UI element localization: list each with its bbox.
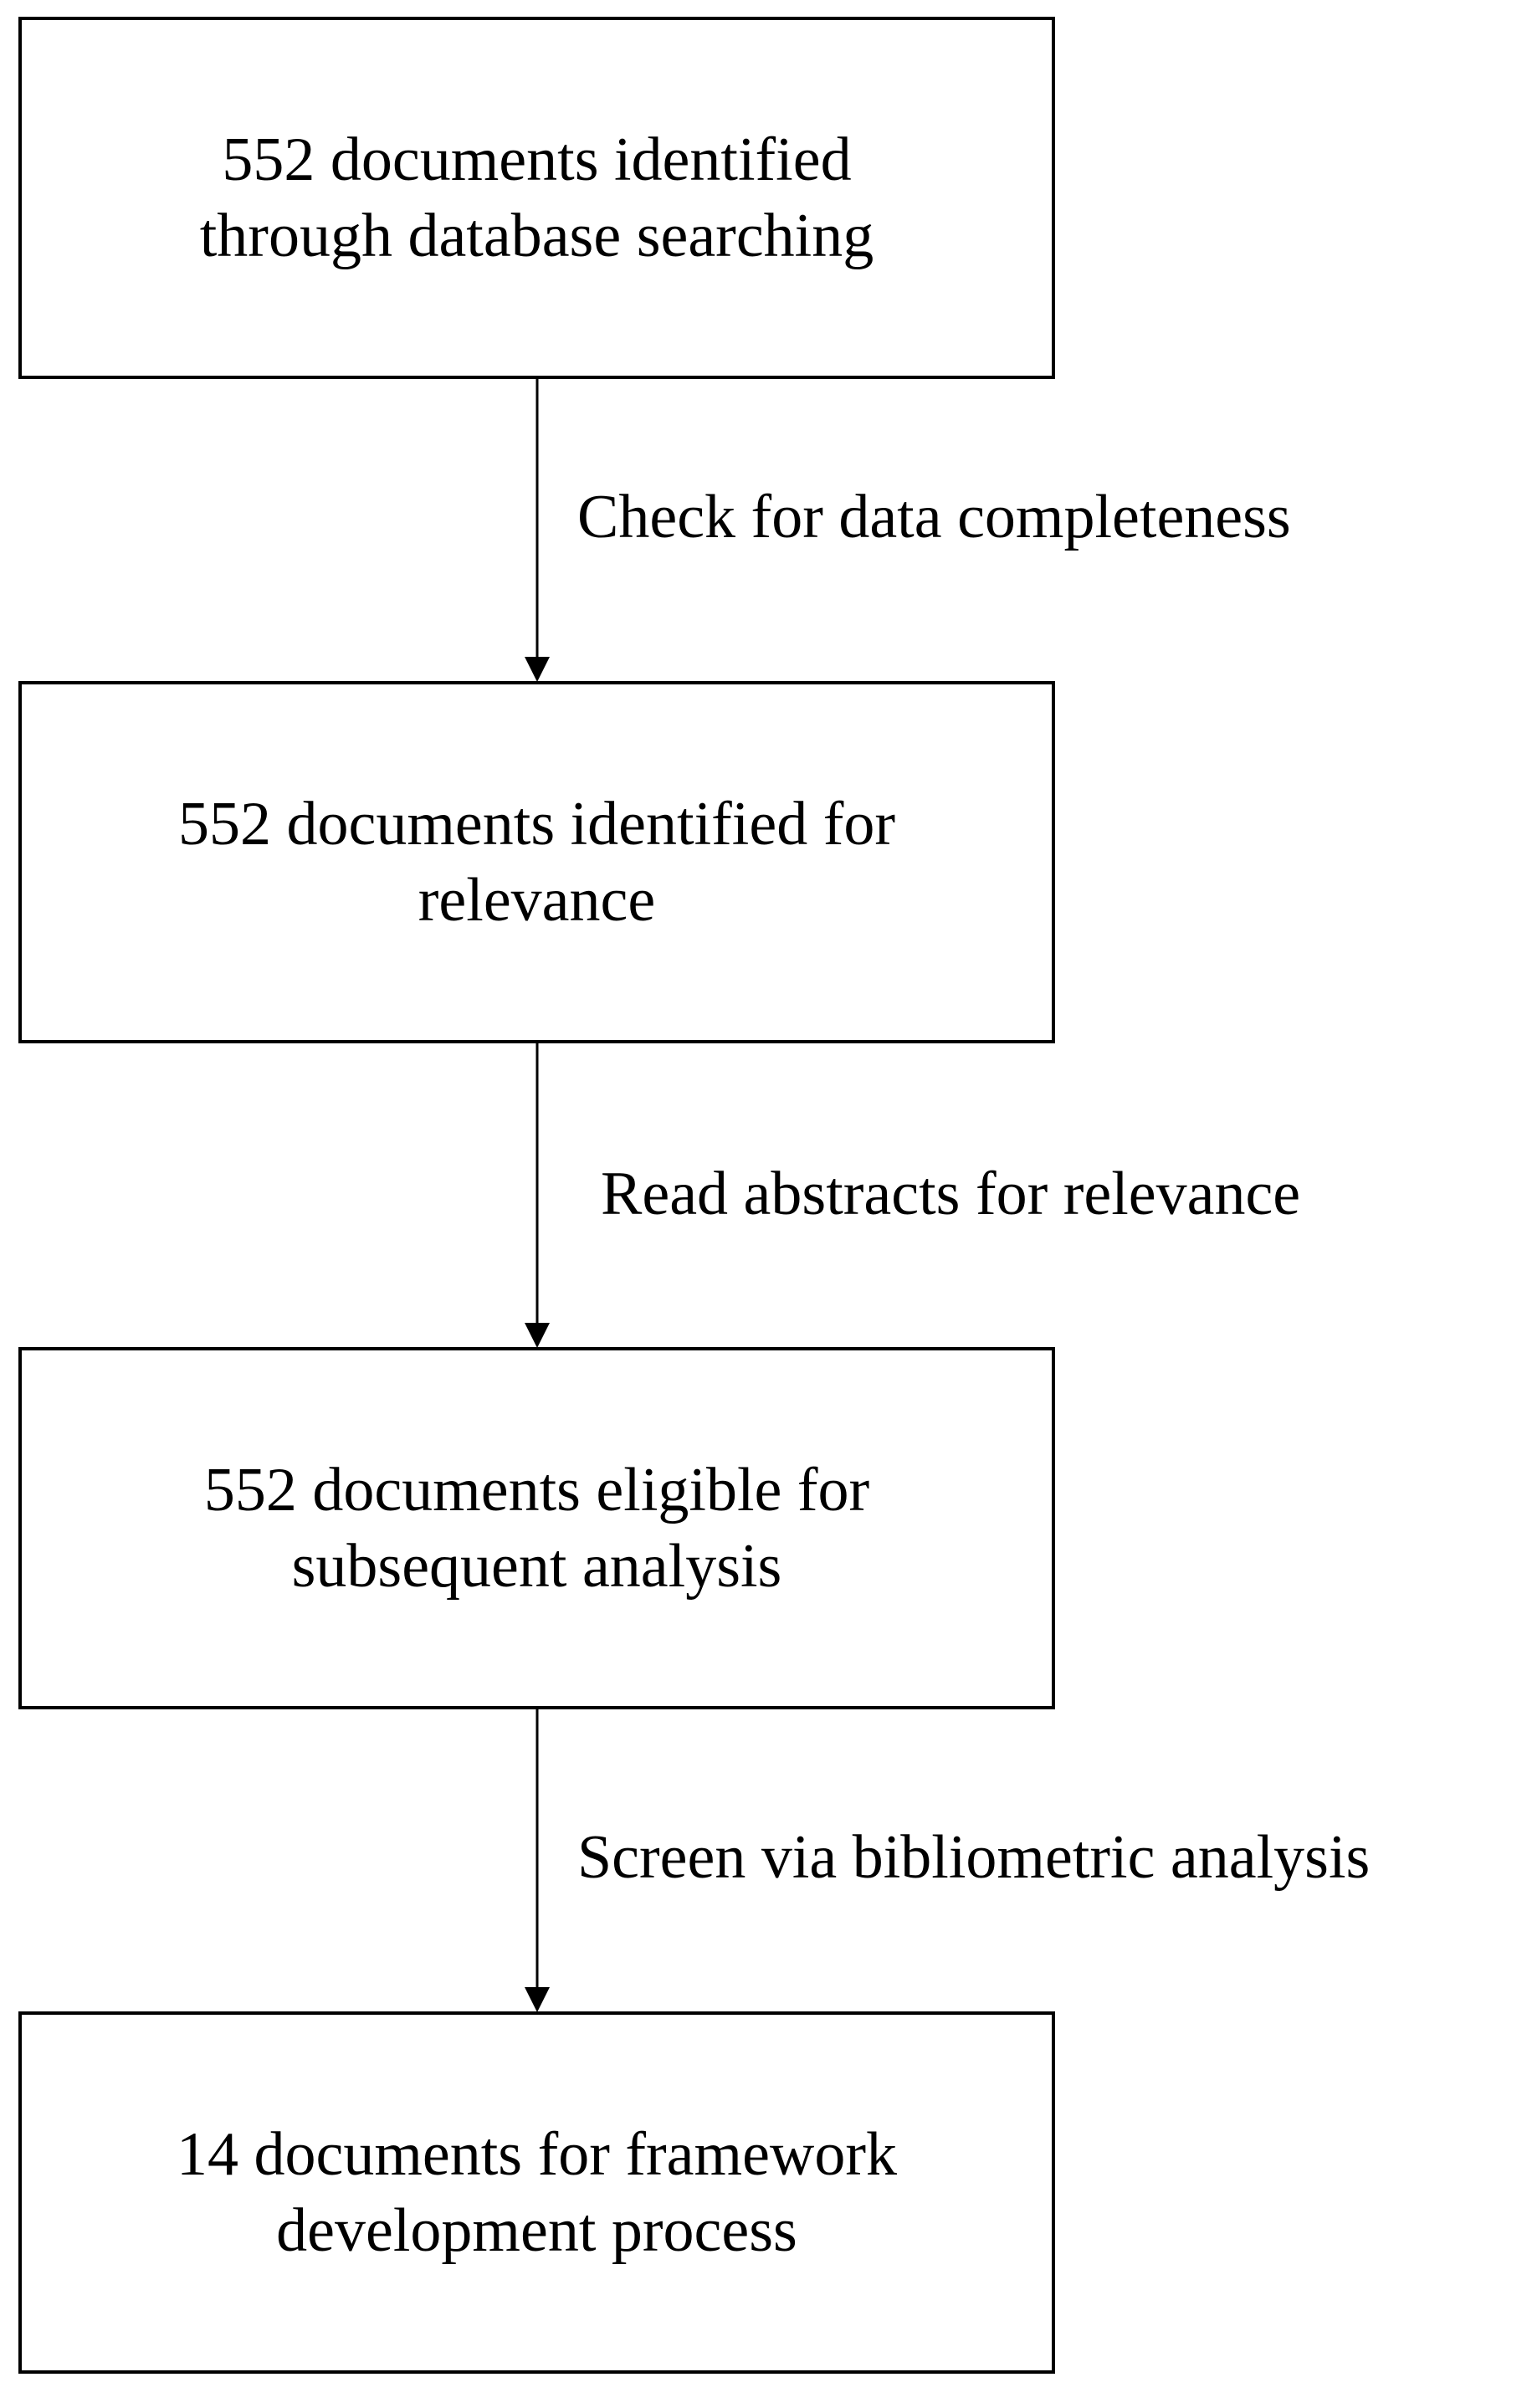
step-text: 552 documents eligible for subsequent an…	[203, 1455, 870, 1601]
step-text: 552 documents identified for relevance	[178, 789, 895, 935]
step-box-eligible: 552 documents eligible for subsequent an…	[18, 1347, 1055, 1709]
transition-label-bibliometric: Screen via bibliometric analysis	[577, 1823, 1371, 1892]
transition-label-completeness: Check for data completeness	[577, 483, 1291, 551]
transition-label-abstracts: Read abstracts for relevance	[601, 1160, 1301, 1228]
step-box-relevance: 552 documents identified for relevance	[18, 681, 1055, 1043]
step-text: 14 documents for framework development p…	[176, 2119, 897, 2265]
step-box-framework: 14 documents for framework development p…	[18, 2011, 1055, 2374]
step-text: 552 documents identified through databas…	[199, 125, 874, 270]
step-box-database-search: 552 documents identified through databas…	[18, 17, 1055, 379]
